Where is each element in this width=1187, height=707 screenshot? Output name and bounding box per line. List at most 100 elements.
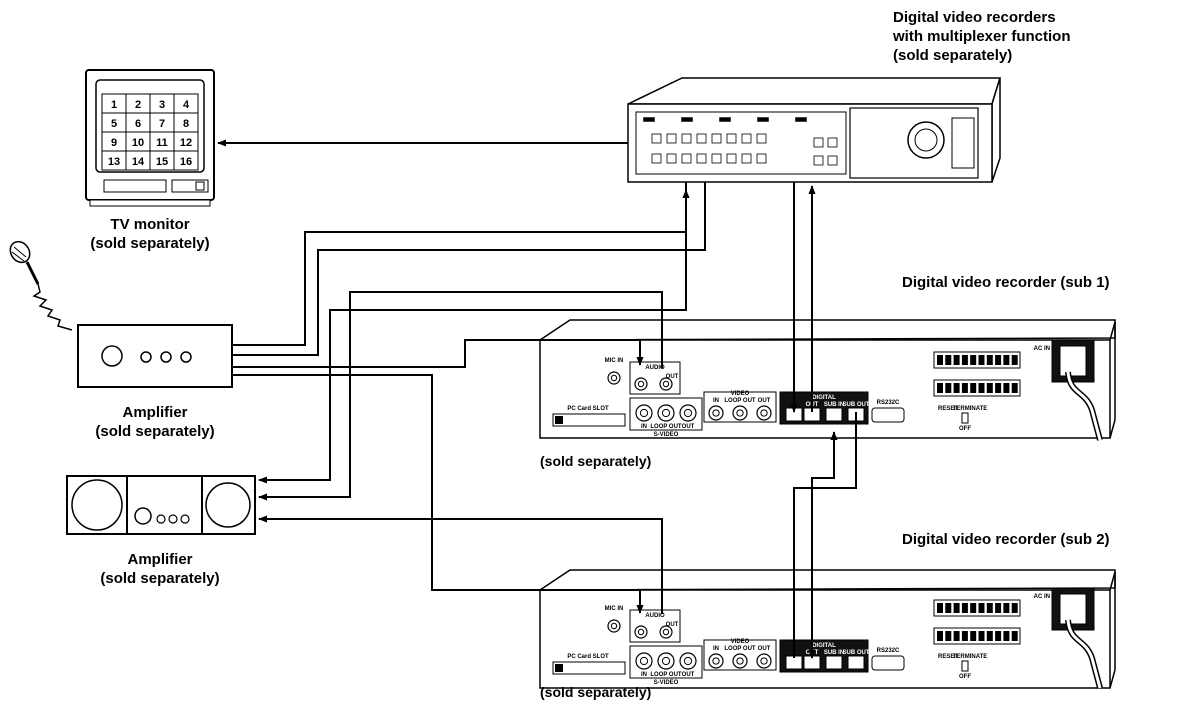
panel-label: PC Card SLOT — [567, 406, 609, 412]
panel-label: VIDEO — [731, 639, 750, 645]
panel-label: S-VIDEO — [654, 680, 679, 686]
panel-label: OUT — [758, 398, 771, 404]
panel-label: SUB IN — [824, 650, 844, 656]
amplifier-2-label-line1: Amplifier — [127, 551, 193, 568]
dvr-channel-button — [666, 133, 677, 144]
jack-center — [639, 408, 649, 418]
tv-channel-number: 10 — [132, 137, 144, 149]
dvr-channel-button — [651, 133, 662, 144]
terminate-switch — [961, 660, 969, 672]
terminal-screw — [970, 383, 977, 393]
panel-label: LOOP OUT — [724, 646, 756, 652]
panel-label: DIGITAL — [812, 643, 836, 649]
jack-center — [683, 656, 693, 666]
jack-center — [639, 656, 649, 666]
terminal-screw — [953, 631, 960, 641]
tv-channel-number: 6 — [135, 118, 141, 130]
panel-label: OUT — [666, 374, 679, 380]
terminal-screw — [986, 603, 993, 613]
terminal-screw — [1011, 355, 1018, 365]
dvr-led — [719, 117, 731, 122]
panel-label: OUT — [682, 424, 695, 430]
dvr-channel-button — [741, 133, 752, 144]
rj45-port — [825, 407, 843, 422]
dvr-sub-1-label: Digital video recorder (sub 1) — [902, 274, 1110, 291]
terminal-screw — [986, 383, 993, 393]
terminal-screw — [986, 355, 993, 365]
panel-label: RS232C — [877, 648, 900, 654]
tv-channel-number: 2 — [135, 99, 141, 111]
terminal-screw — [1003, 603, 1010, 613]
terminal-screw — [970, 631, 977, 641]
amplifier-1-label-line1: Amplifier — [122, 404, 188, 421]
terminal-screw — [978, 631, 985, 641]
tv-monitor-label-line1: TV monitor — [110, 216, 190, 233]
cables — [217, 139, 857, 659]
dvr-channel-button — [756, 133, 767, 144]
panel-label: TERMINATE — [953, 406, 988, 412]
jack-center — [712, 657, 720, 665]
jack-center — [637, 380, 645, 388]
panel-label: SUB OUT — [843, 402, 870, 408]
panel-label: S-VIDEO — [654, 432, 679, 438]
terminal-screw — [1011, 383, 1018, 393]
panel-label: LOOP OUT — [650, 672, 682, 678]
terminal-screw — [937, 631, 943, 641]
terminal-screw — [945, 383, 952, 393]
terminal-screw — [970, 603, 977, 613]
power-cord-inner — [1066, 371, 1102, 441]
terminal-screw — [995, 603, 1002, 613]
jack-center — [712, 409, 720, 417]
terminal-screw — [961, 603, 968, 613]
terminal-screw — [1003, 383, 1010, 393]
rs232c-port — [871, 407, 905, 423]
ac-inlet-socket — [1059, 593, 1087, 625]
dvr-sub-2-sold-label: (sold separately) — [540, 684, 652, 700]
dvr-channel-button — [711, 153, 722, 164]
dvr-channel-button — [651, 153, 662, 164]
panel-label: PC Card SLOT — [567, 654, 609, 660]
panel-label: AC IN — [1034, 594, 1050, 600]
tv-channel-number: 1 — [111, 99, 117, 111]
dvr-control-button — [813, 155, 824, 166]
jack-center — [760, 409, 768, 417]
terminal-screw — [995, 383, 1002, 393]
terminal-screw — [978, 603, 985, 613]
dvr-led — [643, 117, 655, 122]
terminal-screw — [953, 603, 960, 613]
pc-card-slot — [552, 413, 626, 427]
tv-channel-number: 3 — [159, 99, 165, 111]
panel-label: RS232C — [877, 400, 900, 406]
panel-label: TERMINATE — [953, 654, 988, 660]
rs232c-port — [871, 655, 905, 671]
amplifier-2-label: Amplifier (sold separately) — [70, 550, 250, 588]
panel-label: AUDIO — [645, 365, 665, 371]
terminal-screw — [978, 355, 985, 365]
terminal-screw — [953, 383, 960, 393]
terminal-screw — [986, 631, 993, 641]
tv-channel-number: 12 — [180, 137, 192, 149]
panel-label: OUT — [758, 646, 771, 652]
jack-center — [683, 408, 693, 418]
dvr-channel-button — [696, 133, 707, 144]
terminal-screw — [1011, 603, 1018, 613]
dvr-channel-button — [696, 153, 707, 164]
tv-screen-grid — [101, 93, 199, 171]
dvr-mux-label-line2: with multiplexer function — [893, 28, 1071, 45]
amplifier-1-label: Amplifier (sold separately) — [70, 403, 240, 441]
panel-label: OFF — [959, 426, 971, 432]
dvr-mux-label: Digital video recorders with multiplexer… — [893, 8, 1071, 65]
panel-label: OUT — [682, 672, 695, 678]
tv-channel-number: 11 — [156, 137, 168, 149]
panel-label: AUDIO — [645, 613, 665, 619]
power-cord-inner — [1066, 619, 1102, 689]
tv-channel-number: 15 — [156, 156, 168, 168]
dvr-sub-2-label: Digital video recorder (sub 2) — [902, 531, 1110, 548]
cable-sub1-to-sub2-digital — [808, 432, 835, 659]
terminal-screw — [970, 355, 977, 365]
cable-sub2-to-amp2 — [258, 515, 663, 614]
terminate-switch — [961, 412, 969, 424]
